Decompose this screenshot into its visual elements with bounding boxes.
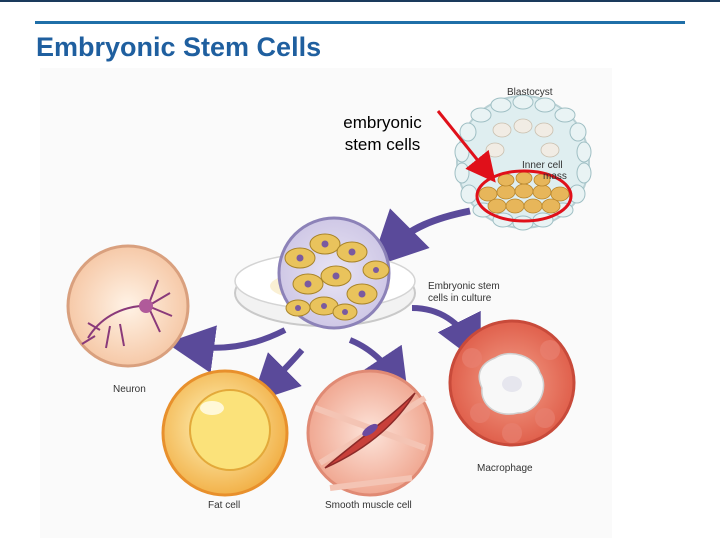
top-rule xyxy=(0,0,720,2)
inner-cell-mass-highlight xyxy=(475,169,573,223)
culture-magnifier xyxy=(277,216,391,330)
mass-label: mass xyxy=(543,171,567,182)
fat-cell-label: Fat cell xyxy=(208,500,241,511)
stem-cell-diagram: Blastocyst Inner cell mass Embryonic ste… xyxy=(40,68,612,538)
pointer-arrow xyxy=(436,110,496,183)
blastocyst xyxy=(454,94,592,231)
neuron-cell xyxy=(66,244,190,368)
culture-label-line2: cells in culture xyxy=(428,293,492,304)
fat-cell xyxy=(161,369,289,497)
inner-cell-label: Inner cell xyxy=(522,160,563,171)
arrow-to-neuron xyxy=(166,325,287,373)
title-rule xyxy=(35,21,685,24)
macrophage-label: Macrophage xyxy=(477,463,533,474)
neuron-label: Neuron xyxy=(113,384,146,395)
arrow-to-fat xyxy=(251,348,305,403)
macrophage-cell xyxy=(448,319,576,447)
stem-cells-callout: embryonic stem cells xyxy=(330,112,435,156)
diagram-artwork xyxy=(66,94,592,497)
smooth-muscle-label: Smooth muscle cell xyxy=(325,500,412,511)
page-title: Embryonic Stem Cells xyxy=(36,32,322,62)
blastocyst-label: Blastocyst xyxy=(507,87,553,98)
callout-line-1: embryonic xyxy=(343,113,422,132)
smooth-muscle-cell xyxy=(306,369,434,497)
arrow-to-macrophage xyxy=(411,305,481,365)
arrow-to-culture xyxy=(370,207,471,268)
culture-label-line1: Embryonic stem xyxy=(428,281,500,292)
callout-line-2: stem cells xyxy=(344,135,421,154)
